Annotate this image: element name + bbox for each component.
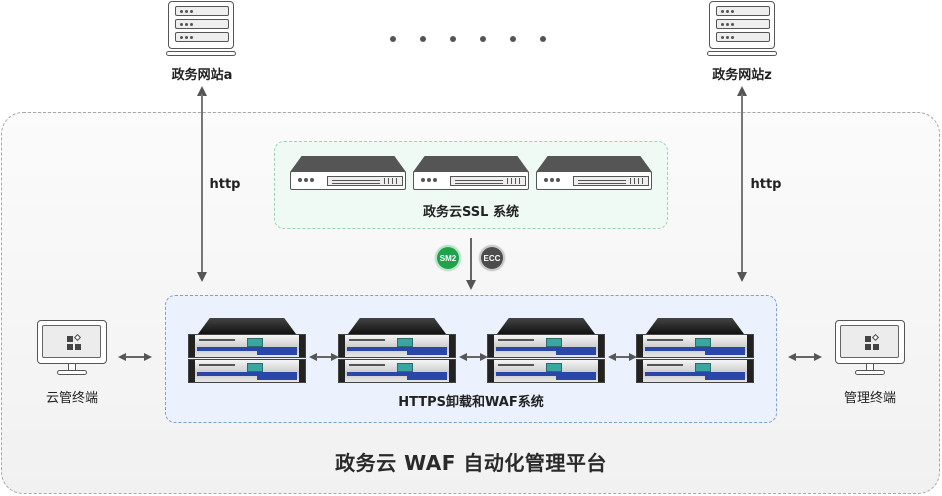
waf-appliance-icon bbox=[338, 318, 456, 386]
management-terminal-label: 管理终端 bbox=[843, 391, 896, 406]
connector-line bbox=[316, 356, 332, 358]
waf-appliance-icon bbox=[188, 318, 306, 386]
ssl-system-label: 政务云SSL 系统 bbox=[423, 205, 519, 220]
ssl-server-icon bbox=[290, 156, 406, 192]
connector-line bbox=[201, 94, 203, 274]
connector-line bbox=[125, 356, 145, 358]
connector-line bbox=[466, 356, 481, 358]
arrow-right-icon bbox=[331, 353, 339, 361]
arrow-right-icon bbox=[629, 353, 637, 361]
server-icon bbox=[166, 1, 236, 57]
arrow-down-icon bbox=[737, 272, 747, 282]
arrow-down-icon bbox=[197, 272, 207, 282]
ecc-badge-icon: ECC bbox=[479, 245, 505, 271]
arrow-up-icon bbox=[737, 86, 747, 96]
arrow-down-icon bbox=[466, 280, 476, 290]
ellipsis-dots bbox=[390, 36, 546, 42]
waf-appliance-icon bbox=[636, 318, 754, 386]
ssl-server-icon bbox=[536, 156, 652, 192]
connector-line bbox=[470, 238, 472, 282]
sm2-label: SM2 bbox=[439, 253, 457, 263]
website-z-label: 政务网站z bbox=[712, 68, 772, 83]
monitor-icon bbox=[37, 320, 107, 376]
connector-line bbox=[741, 94, 743, 274]
arrow-right-icon bbox=[814, 353, 822, 361]
arrow-up-icon bbox=[197, 86, 207, 96]
waf-appliance-icon bbox=[487, 318, 605, 386]
arrow-right-icon bbox=[480, 353, 488, 361]
sm2-badge-icon: SM2 bbox=[435, 245, 461, 271]
arrow-left-icon bbox=[459, 353, 467, 361]
arrow-left-icon bbox=[309, 353, 317, 361]
platform-title: 政务云 WAF 自动化管理平台 bbox=[335, 451, 607, 475]
arrow-left-icon bbox=[788, 353, 796, 361]
connector-line bbox=[795, 356, 815, 358]
monitor-icon bbox=[835, 320, 905, 376]
ssl-server-icon bbox=[413, 156, 529, 192]
cloud-terminal-label: 云管终端 bbox=[45, 391, 98, 406]
http-label-left: http bbox=[209, 177, 241, 192]
website-a-label: 政务网站a bbox=[171, 68, 233, 83]
ecc-label: ECC bbox=[483, 253, 501, 263]
server-icon bbox=[707, 1, 777, 57]
arrow-right-icon bbox=[144, 353, 152, 361]
arrow-left-icon bbox=[608, 353, 616, 361]
http-label-right: http bbox=[750, 177, 782, 192]
connector-line bbox=[615, 356, 630, 358]
waf-system-label: HTTPS卸载和WAF系统 bbox=[398, 395, 544, 410]
arrow-left-icon bbox=[118, 353, 126, 361]
